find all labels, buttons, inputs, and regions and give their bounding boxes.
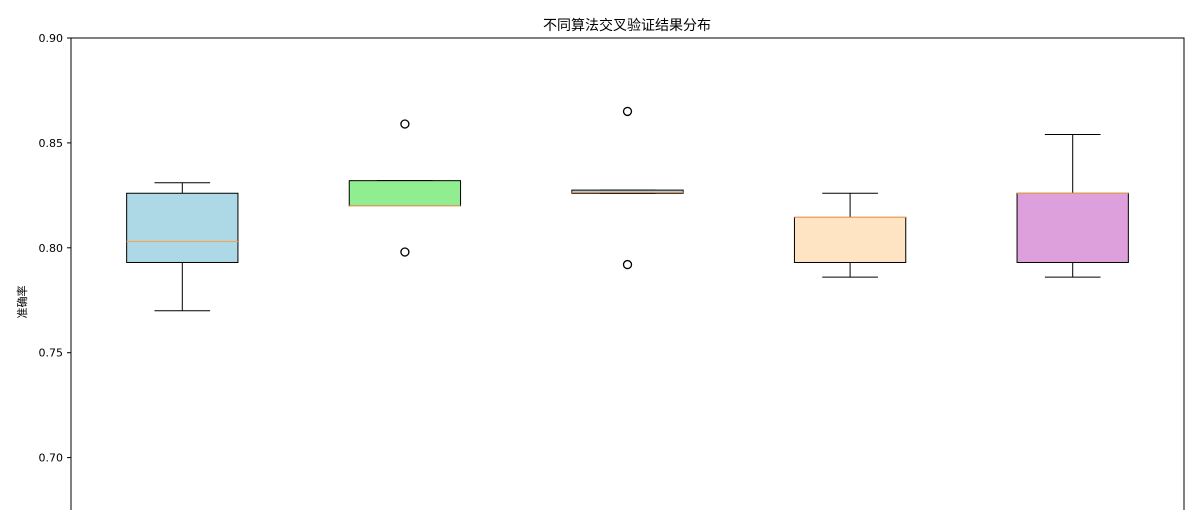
box bbox=[1016, 192, 1129, 263]
chart-title: 不同算法交叉验证结果分布 bbox=[543, 17, 711, 34]
box bbox=[348, 180, 462, 207]
outlier-point bbox=[400, 119, 410, 129]
y-tick-label: 0.75 bbox=[39, 347, 64, 360]
y-tick-label: 0.85 bbox=[39, 137, 64, 150]
box bbox=[793, 216, 907, 263]
plot-frame bbox=[70, 37, 1185, 514]
box-group bbox=[571, 106, 684, 270]
outlier-point bbox=[400, 247, 410, 257]
box-group bbox=[1016, 134, 1129, 278]
outlier-point bbox=[622, 106, 633, 117]
y-tick-label: 0.80 bbox=[39, 242, 64, 255]
outlier-point bbox=[622, 259, 633, 270]
box-group bbox=[348, 119, 462, 257]
y-axis-label: 准确率 bbox=[15, 286, 29, 319]
y-tick-label: 0.90 bbox=[39, 32, 64, 45]
box bbox=[126, 192, 239, 263]
box-group bbox=[793, 192, 907, 278]
y-tick-label: 0.70 bbox=[39, 452, 64, 465]
box-group bbox=[126, 182, 239, 312]
